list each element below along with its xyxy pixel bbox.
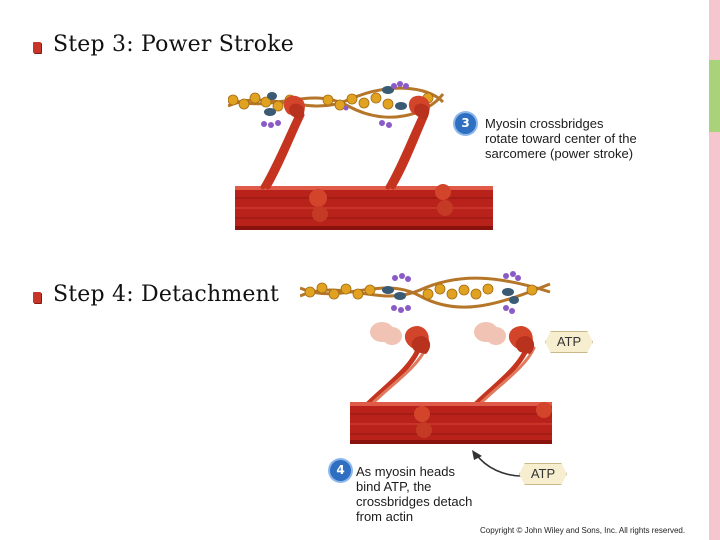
step3-number-badge: 3 — [455, 113, 476, 134]
step3-bullet — [33, 42, 41, 53]
atp-binding-arrow — [468, 448, 524, 482]
step4-bullet — [33, 292, 41, 303]
bound-atp-label: ATP — [545, 331, 593, 353]
step3-caption-line: sarcomere (power stroke) — [485, 146, 637, 161]
step4-caption-line: bind ATP, the — [356, 479, 472, 494]
step4-myosin-heads — [405, 326, 534, 354]
step4-ghost-heads — [370, 322, 506, 345]
step4-heading: Step 4: Detachment — [53, 282, 279, 307]
step3-caption-line: rotate toward center of the — [485, 131, 637, 146]
step4-detachment-illustration — [300, 270, 555, 450]
free-atp-label: ATP — [519, 463, 567, 485]
step4-caption: As myosin heads bind ATP, the crossbridg… — [356, 464, 472, 524]
step4-caption-line: As myosin heads — [356, 464, 472, 479]
step4-caption-line: from actin — [356, 509, 472, 524]
step3-heading: Step 3: Power Stroke — [53, 32, 294, 57]
step4-crossbridge-necks — [362, 345, 534, 410]
step4-number-badge: 4 — [330, 460, 351, 481]
slide-edge-accent — [709, 60, 720, 132]
step3-caption-line: Myosin crossbridges — [485, 116, 637, 131]
step3-thick-filament — [235, 184, 493, 230]
copyright-notice: Copyright © John Wiley and Sons, Inc. Al… — [480, 526, 685, 535]
step4-caption-line: crossbridges detach — [356, 494, 472, 509]
step3-power-stroke-illustration — [228, 80, 508, 232]
step3-caption: Myosin crossbridges rotate toward center… — [485, 116, 637, 161]
step3-crossbridge-necks — [263, 115, 426, 187]
step4-thin-filament — [300, 271, 550, 314]
step4-thick-filament — [350, 402, 552, 444]
